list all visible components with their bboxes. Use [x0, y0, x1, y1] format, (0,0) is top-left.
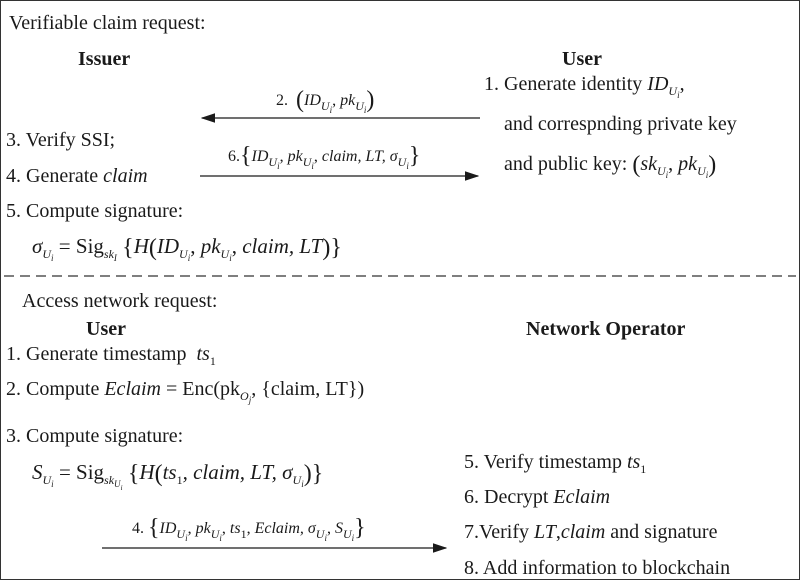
arrow-6-label: 6.{IDUi, pkUi, claim, LT, σUi}: [228, 143, 421, 171]
user-step-1b: and correspnding private key: [504, 113, 737, 135]
issuer-heading: Issuer: [78, 48, 131, 70]
arrow-4-label: 4. {IDUi, pkUi, ts1, Eclaim, σUi, SUi}: [132, 515, 366, 543]
issuer-step-3: 3. Verify SSI;: [6, 129, 116, 151]
user-signature-formula: SUi = SigskUi {H(ts1, claim, LT, σUi)}: [32, 460, 324, 492]
bottom-user-step-3: 3. Compute signature:: [6, 425, 184, 447]
operator-step-5: 5. Verify timestamp ts1: [464, 451, 647, 476]
issuer-step-4: 4. Generate claim: [6, 165, 148, 187]
operator-step-8: 8. Add information to blockchain: [464, 557, 731, 579]
operator-step-7: 7.Verify LT,claim and signature: [464, 521, 718, 543]
network-operator-heading: Network Operator: [526, 318, 686, 340]
operator-step-6: 6. Decrypt Eclaim: [464, 486, 611, 508]
issuer-step-5: 5. Compute signature:: [6, 200, 184, 222]
bottom-user-step-2: 2. Compute Eclaim = Enc(pkOj, {claim, LT…: [6, 378, 365, 405]
bottom-section-title: Access network request:: [22, 290, 218, 312]
user-heading: User: [562, 48, 602, 70]
user-step-1: 1. Generate identity IDUi,: [484, 73, 685, 100]
user-step-1c: and public key: (skUi, pkUi): [504, 152, 717, 180]
issuer-signature-formula: σUi = SigskI {H(IDUi, pkUi, claim, LT)}: [32, 234, 342, 263]
top-section-title: Verifiable claim request:: [9, 12, 206, 34]
bottom-user-step-1: 1. Generate timestamp ts1: [6, 343, 216, 368]
bottom-user-heading: User: [86, 318, 126, 340]
arrow-2-label: 2. (IDUi, pkUi): [276, 87, 375, 115]
